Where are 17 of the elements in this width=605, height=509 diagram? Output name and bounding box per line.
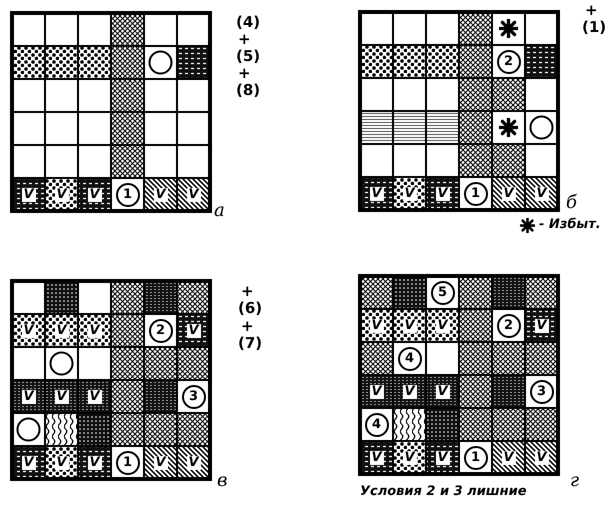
- condition-mark: (1): [582, 19, 605, 35]
- condition-mark: (7): [238, 335, 262, 351]
- panel-letter: в: [217, 470, 228, 491]
- condition-mark: +: [238, 31, 251, 47]
- condition-mark: (6): [238, 300, 262, 316]
- condition-mark: (4): [236, 14, 260, 30]
- legend-text: - Избыт.: [539, 217, 601, 232]
- note-text: Условия 2 и 3 лишние: [360, 484, 527, 499]
- condition-mark: +: [238, 65, 251, 81]
- panel-letter: г: [570, 470, 580, 491]
- condition-mark: (8): [236, 82, 260, 98]
- condition-mark: +: [241, 283, 254, 299]
- panel-letter: б: [566, 192, 577, 213]
- condition-mark: +: [241, 318, 254, 334]
- condition-mark: +: [585, 2, 598, 18]
- condition-mark: (5): [236, 48, 260, 64]
- panel-letter: а: [214, 200, 225, 221]
